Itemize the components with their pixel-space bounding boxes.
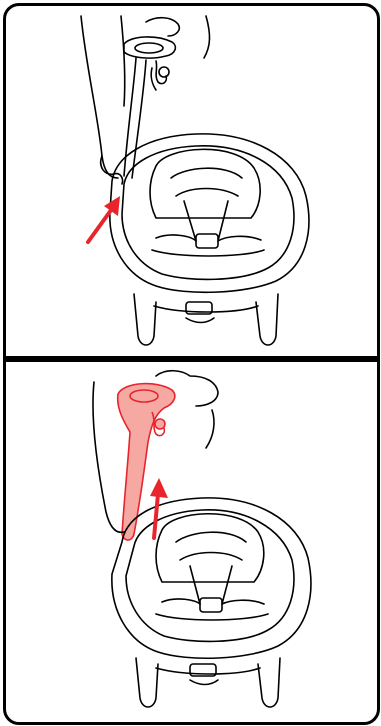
handle-top-ring (124, 37, 175, 58)
headrest (150, 149, 260, 218)
base-leg-left (136, 658, 158, 707)
harness-buckle (200, 598, 222, 612)
arm-outline (81, 16, 118, 178)
harness-straps (184, 201, 228, 241)
step-1-illustration (6, 6, 377, 356)
hand-top (146, 18, 179, 36)
step-2-illustration (6, 362, 377, 722)
seat-shell (110, 134, 309, 292)
step-1-panel (6, 6, 377, 356)
step-2-panel (6, 362, 377, 722)
headrest (156, 514, 264, 582)
base-leg-right (258, 658, 280, 707)
arrow-up-right-icon (88, 196, 120, 242)
instruction-frame (3, 3, 380, 725)
base-leg-left (134, 294, 156, 345)
seat-shell (112, 498, 311, 658)
base-leg-right (256, 294, 278, 345)
harness-buckle (196, 234, 218, 248)
